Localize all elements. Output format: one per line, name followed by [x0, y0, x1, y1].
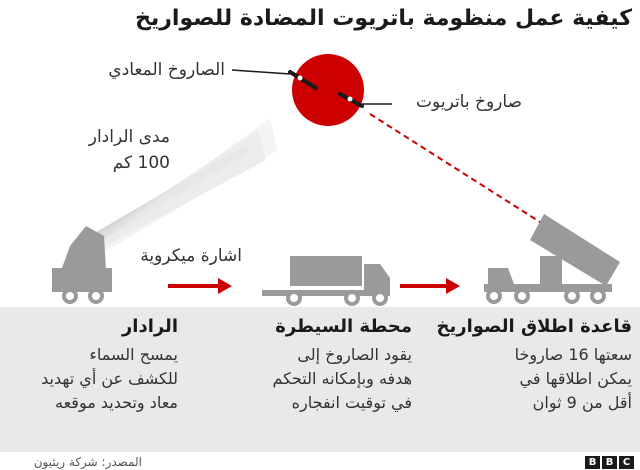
logo-letter: B	[585, 456, 600, 469]
patriot-missile-icon	[338, 92, 392, 108]
control-station-truck-icon	[262, 256, 390, 306]
station-control: محطة السيطرة يقود الصاروخ إلى هدفه وبإمك…	[212, 316, 412, 415]
radar-range-value: 100 كم	[112, 153, 170, 173]
radar-vehicle-icon	[52, 226, 112, 304]
page-title: كيفية عمل منظومة باتريوت المضادة للصواري…	[135, 6, 632, 31]
station-launcher: قاعدة اطلاق الصواريخ سعتها 16 صاروخا يمك…	[427, 316, 633, 415]
station-text-line: في توقيت انفجاره	[291, 393, 412, 412]
patriot-missile-label: صاروخ باتريوت	[416, 92, 522, 112]
station-text-line: أقل من 9 ثوان	[532, 393, 632, 412]
radar-range-title: مدى الرادار	[88, 127, 170, 147]
station-radar: الرادار يمسح السماء للكشف عن أي تهديد مع…	[2, 316, 178, 415]
info-panel	[0, 307, 640, 452]
logo-letter: C	[619, 456, 634, 469]
radar-range-label: مدى الرادار 100 كم	[89, 124, 170, 176]
logo-letter: B	[602, 456, 617, 469]
station-text-line: معاد وتحديد موقعه	[55, 393, 178, 412]
station-title: قاعدة اطلاق الصواريخ	[436, 316, 633, 337]
station-text-line: يقود الصاروخ إلى	[297, 345, 412, 364]
signal-arrow-1	[168, 278, 232, 294]
launcher-truck-icon	[484, 214, 620, 304]
station-text-line: هدفه وبإمكانه التحكم	[272, 369, 412, 388]
interception-point	[292, 54, 364, 126]
trajectory-line	[369, 113, 541, 223]
station-text-line: للكشف عن أي تهديد	[41, 369, 178, 388]
radar-beam	[86, 118, 278, 252]
station-text-line: يمسح السماء	[89, 345, 178, 364]
station-text-line: يمكن اطلاقها في	[519, 369, 633, 388]
bbc-logo: B B C	[585, 456, 634, 469]
enemy-missile-label: الصاروخ المعادي	[108, 60, 225, 80]
scene-illustration	[52, 54, 620, 306]
station-title: محطة السيطرة	[275, 316, 412, 337]
microwave-signal-label: اشارة ميكروية	[140, 246, 242, 266]
station-title: الرادار	[121, 316, 178, 337]
source-note: المصدر: شركة ريثيون	[33, 455, 142, 469]
station-text-line: سعتها 16 صاروخا	[514, 345, 632, 364]
signal-arrow-2	[400, 278, 460, 294]
enemy-missile-icon	[231, 69, 318, 90]
